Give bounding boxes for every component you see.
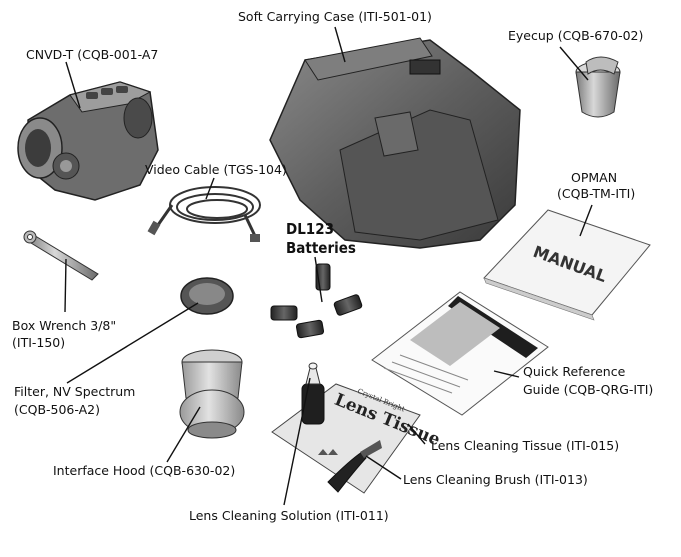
label-soft-carrying-case: Soft Carrying Case (ITI-501-01) xyxy=(238,9,432,24)
label-qrg-line1: Quick Reference xyxy=(523,364,626,379)
label-lens-cleaning-solution: Lens Cleaning Solution (ITI-011) xyxy=(189,508,389,523)
interface-hood xyxy=(179,349,245,439)
label-qrg-line2: Guide (CQB-QRG-ITI) xyxy=(523,382,654,397)
eyecup xyxy=(575,56,621,118)
label-opman-line1: OPMAN xyxy=(571,170,618,185)
label-box-wrench-line2: (ITI-150) xyxy=(12,335,66,350)
label-filter-line1: Filter, NV Spectrum xyxy=(14,384,136,399)
lens-cleaning-solution xyxy=(301,362,325,425)
label-box-wrench-line1: Box Wrench 3/8" xyxy=(12,318,117,333)
label-dl123-line1: DL123 xyxy=(286,220,334,238)
label-filter-line2: (CQB-506-A2) xyxy=(14,402,101,417)
label-eyecup: Eyecup (CQB-670-02) xyxy=(508,28,644,43)
label-video-cable: Video Cable (TGS-104) xyxy=(145,162,287,177)
label-dl123-line2: Batteries xyxy=(286,239,356,257)
soft-carrying-case xyxy=(269,37,521,249)
opman-manual: MANUAL xyxy=(483,209,651,321)
leader-lines xyxy=(64,26,593,506)
box-wrench xyxy=(23,230,99,281)
cnvd-scope xyxy=(17,81,159,201)
label-lens-cleaning-tissue: Lens Cleaning Tissue (ITI-015) xyxy=(431,438,620,453)
label-lens-cleaning-brush: Lens Cleaning Brush (ITI-013) xyxy=(403,472,588,487)
label-opman-line2: (CQB-TM-ITI) xyxy=(557,186,636,201)
label-interface-hood: Interface Hood (CQB-630-02) xyxy=(53,463,236,478)
video-cable xyxy=(147,186,261,242)
label-cnvd: CNVD-T (CQB-001-A7 xyxy=(26,47,159,62)
dl123-batteries xyxy=(270,263,363,339)
quick-reference-guide xyxy=(371,291,549,416)
lens-cleaning-brush xyxy=(327,440,382,493)
